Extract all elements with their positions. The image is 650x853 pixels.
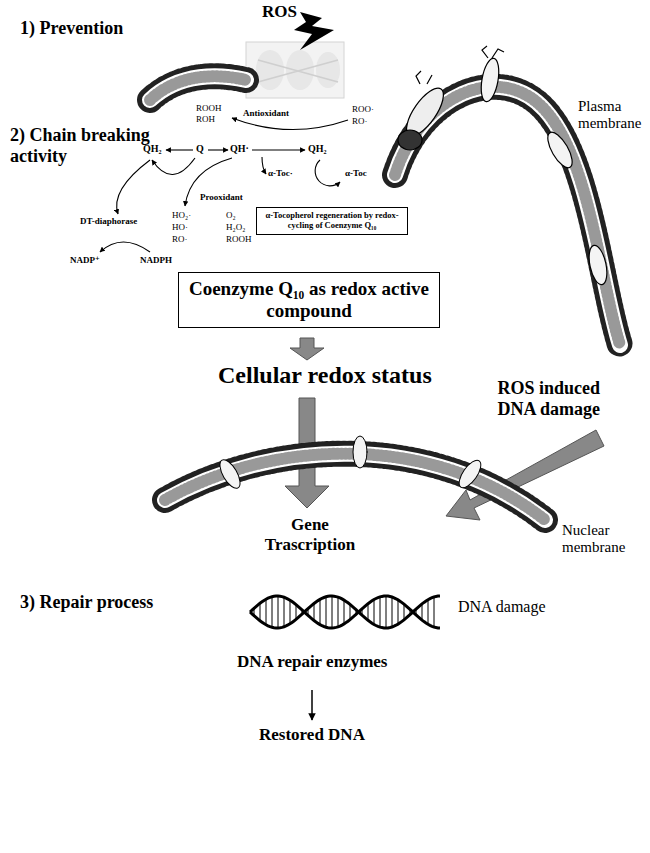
box-text: α-Tocopherol regeneration by redox-cycli… (263, 211, 401, 231)
diagram-label: α-Toc (345, 168, 367, 178)
nuclear-membrane (165, 436, 545, 520)
diagram-label: NADPH (140, 255, 172, 265)
helix-stroke (416, 609, 417, 615)
diagram-label: Restored DNA (259, 725, 365, 745)
diagram-label: Gene Trascription (250, 515, 370, 554)
diagram-label: DT-diaphorase (80, 216, 137, 226)
ros-bolt (294, 12, 334, 50)
diagram-label: QH· (230, 143, 249, 155)
diagram-label: QH₂ (143, 143, 162, 155)
diagram-label: ROS induced DNA damage (482, 378, 600, 419)
diagram-label: 3) Repair process (20, 592, 153, 613)
helix-stroke (434, 597, 435, 627)
diagram-label: ROS (262, 2, 297, 22)
helix-stroke (428, 600, 429, 625)
helix-stroke (398, 600, 399, 624)
diagram-label: ROH (196, 114, 215, 124)
grey-arrow (290, 338, 324, 360)
helix-stroke (374, 600, 375, 625)
diagram-label: 2) Chain breaking activity (10, 125, 160, 166)
diagram-label: RO· (352, 116, 368, 126)
diagram-label: α-Toc· (268, 168, 293, 178)
membrane-proteins (398, 46, 610, 286)
helix-stroke (254, 608, 255, 615)
helix-stroke (284, 597, 285, 627)
helix-stroke (320, 599, 321, 624)
plasma-membrane (150, 76, 620, 345)
diagram-label: H₂O₂ (226, 222, 245, 232)
helix-stroke (250, 596, 440, 628)
diagram-label: Plasma membrane (578, 98, 646, 133)
helix-stroke (278, 596, 279, 628)
membrane-complex (246, 42, 344, 98)
diagram-label: DNA damage (458, 598, 546, 616)
diagram-label: O₂ (226, 210, 236, 220)
box-text: Coenzyme Q₁₀ as redox active compound (187, 278, 431, 322)
helix-stroke (362, 609, 363, 615)
helix-stroke (410, 609, 411, 614)
helix-stroke (350, 604, 351, 619)
helix-stroke (392, 597, 393, 627)
helix-stroke (368, 604, 369, 621)
helix-stroke (266, 599, 267, 625)
diagram-label: Q (196, 143, 204, 155)
helix-stroke (404, 604, 405, 620)
helix-stroke (386, 596, 387, 628)
diagram-label: Cellular redox status (218, 362, 432, 390)
helix-stroke (308, 609, 309, 616)
helix-stroke (332, 596, 333, 628)
diagram-label: QH₂ (308, 143, 327, 155)
diagram-label: HO₂· (172, 210, 191, 220)
helix-stroke (380, 597, 381, 627)
helix-stroke (356, 610, 357, 615)
helix-stroke (250, 596, 440, 628)
diagram-label: ROOH (196, 103, 222, 113)
note-box: α-Tocopherol regeneration by redox-cycli… (256, 207, 408, 235)
helix-stroke (338, 597, 339, 627)
helix-stroke (344, 600, 345, 624)
dna-helix (250, 596, 440, 628)
helix-stroke (296, 605, 297, 620)
diagram-label: RO· (172, 234, 188, 244)
diagram-label: ROO· (352, 104, 374, 114)
helix-stroke (290, 600, 291, 624)
process-arrow (311, 690, 313, 720)
process-box: Coenzyme Q₁₀ as redox active compound (178, 272, 440, 328)
helix-stroke (314, 604, 315, 621)
helix-stroke (272, 597, 273, 628)
diagram-label: ROOH (226, 234, 252, 244)
diagram-label: Antioxidant (243, 108, 289, 118)
diagram-label: HO· (172, 222, 188, 232)
diagram-label: 1) Prevention (20, 18, 123, 39)
helix-stroke (260, 603, 261, 621)
helix-stroke (422, 604, 423, 620)
helix-stroke (302, 610, 303, 614)
diagram-label: DNA repair enzymes (237, 652, 387, 672)
diagram-label: Prooxidant (200, 192, 243, 202)
helix-stroke (326, 597, 327, 627)
diagram-label: NADP⁺ (70, 255, 100, 265)
diagram-label: Nuclear membrane (562, 522, 642, 557)
